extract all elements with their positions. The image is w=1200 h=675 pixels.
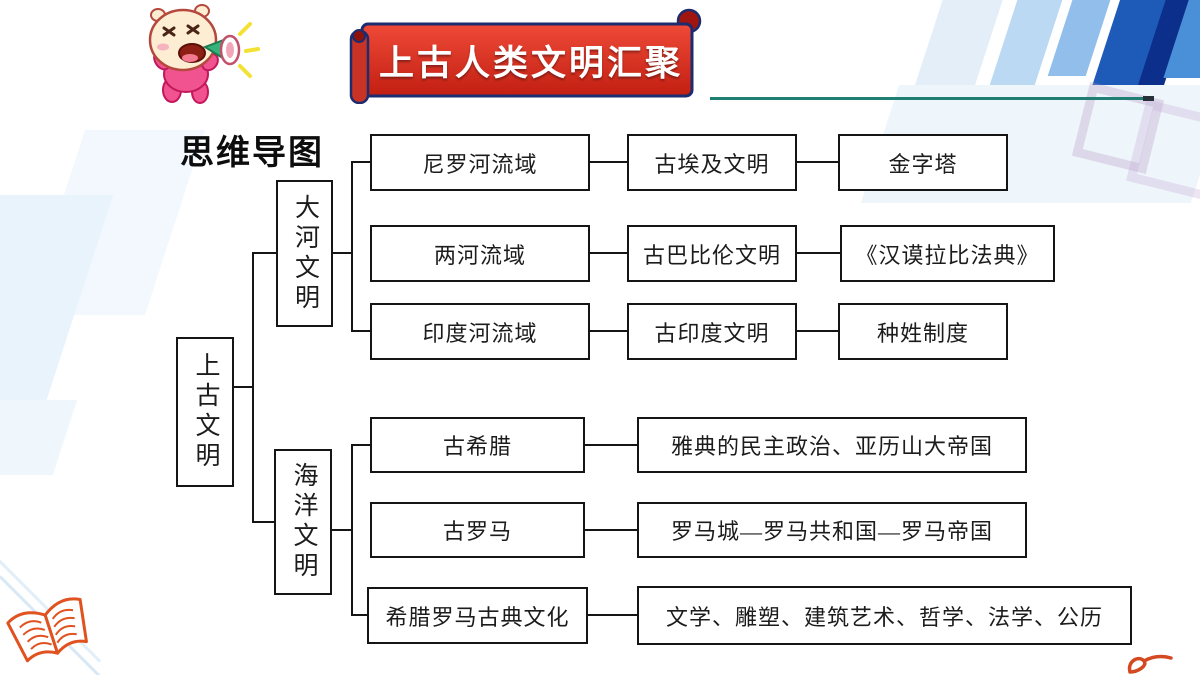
node-ancient-india: 古印度文明 — [627, 303, 797, 360]
node-two-rivers-valley: 两河流域 — [370, 225, 590, 282]
megaphone-character-icon — [148, 4, 260, 104]
node-ancient-rome: 古罗马 — [370, 502, 585, 558]
node-athens-democracy: 雅典的民主政治、亚历山大帝国 — [637, 417, 1027, 473]
slide-title: 上古人类文明汇聚 — [378, 43, 683, 83]
mindmap-heading: 思维导图 — [180, 134, 324, 172]
node-branch-marine-civilization: 海洋文明 — [274, 449, 332, 595]
scroll-banner-shape — [349, 8, 702, 104]
connector-line — [590, 330, 628, 332]
connector-line — [351, 330, 371, 332]
bg-shape — [913, 0, 1007, 90]
bg-shape — [1163, 0, 1200, 78]
bg-shape — [0, 400, 78, 475]
node-pyramids: 金字塔 — [838, 134, 1008, 191]
node-root: 上古文明 — [176, 337, 234, 487]
connector-line — [252, 252, 254, 523]
connector-line — [332, 529, 353, 531]
node-babylon: 古巴比伦文明 — [627, 225, 797, 282]
connector-line — [590, 252, 628, 254]
title-banner: 上古人类文明汇聚 — [348, 4, 713, 104]
connector-line — [333, 252, 353, 254]
node-ancient-greece: 古希腊 — [370, 417, 585, 473]
connector-line — [351, 444, 353, 616]
connector-line — [351, 161, 371, 163]
bg-shape — [1092, 0, 1182, 86]
node-indus-valley: 印度河流域 — [370, 303, 590, 360]
node-branch-river-civilization: 大河文明 — [276, 180, 333, 327]
node-nile-valley: 尼罗河流域 — [370, 134, 590, 191]
bg-shape — [1134, 0, 1196, 96]
teal-divider-tip — [1143, 96, 1154, 101]
node-caste-system: 种姓制度 — [838, 303, 1008, 360]
bg-shape — [0, 195, 114, 430]
open-book-icon — [6, 597, 88, 663]
bg-shape — [24, 130, 206, 315]
node-rome-history: 罗马城—罗马共和国—罗马帝国 — [637, 502, 1027, 558]
connector-line — [253, 521, 276, 523]
connector-line — [797, 252, 841, 254]
connector-line — [585, 529, 638, 531]
node-classical-achievements: 文学、雕塑、建筑艺术、哲学、法学、公历 — [637, 586, 1132, 645]
connector-line — [590, 161, 628, 163]
bg-shape — [988, 0, 1067, 88]
node-hammurabi-code: 《汉谟拉比法典》 — [840, 225, 1055, 282]
bg-shape — [1126, 99, 1200, 201]
connector-line — [351, 614, 368, 616]
bg-shape — [1047, 0, 1115, 76]
node-ancient-egypt: 古埃及文明 — [627, 134, 797, 191]
teal-divider-line — [710, 97, 1147, 100]
connector-line — [234, 386, 254, 388]
connector-line — [253, 252, 278, 254]
connector-line — [351, 444, 371, 446]
red-scribble-icon — [1127, 654, 1173, 674]
connector-line — [588, 614, 638, 616]
node-classical-culture: 希腊罗马古典文化 — [367, 587, 588, 644]
connector-line — [351, 161, 353, 332]
connector-line — [797, 161, 839, 163]
connector-line — [797, 330, 839, 332]
connector-line — [585, 444, 638, 446]
